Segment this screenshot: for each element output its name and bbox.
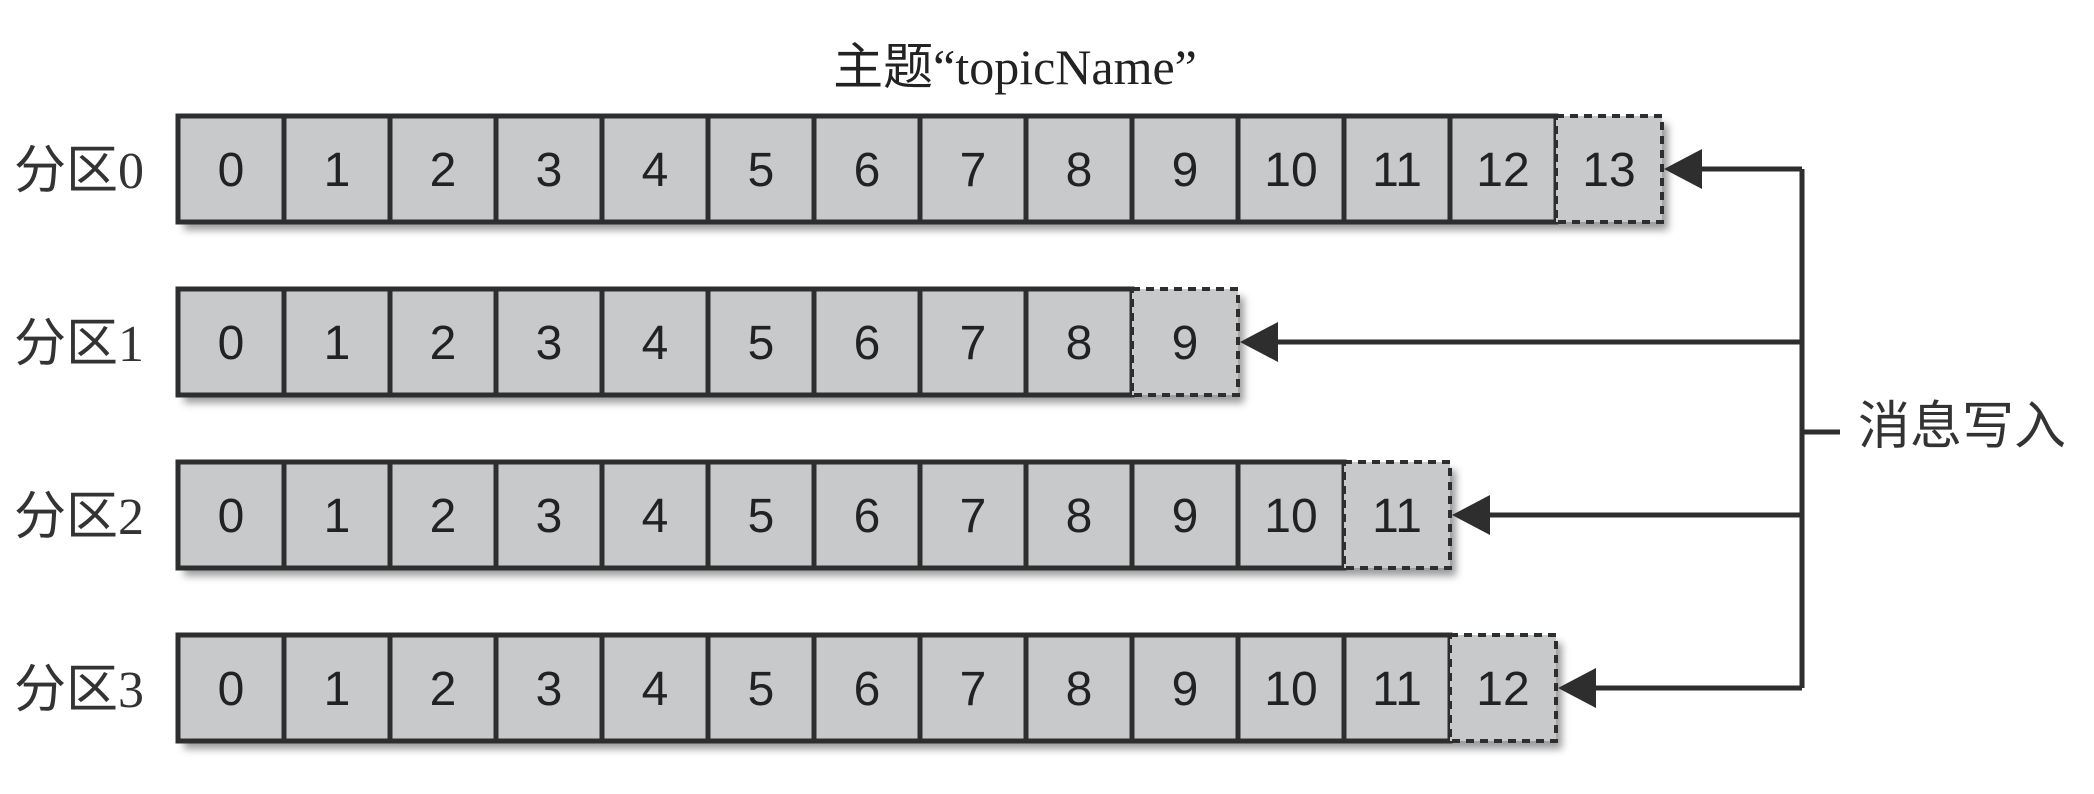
offset-cell: [281, 632, 393, 744]
pending-offset-cell: [1130, 287, 1240, 397]
offset-cell: [705, 113, 817, 225]
offset-cell: [387, 113, 499, 225]
offset-cell-label: 5: [748, 663, 775, 716]
offset-cell-label: 6: [854, 317, 881, 370]
write-arrow-head-1: [1240, 322, 1278, 362]
offset-cell-label: 7: [960, 663, 987, 716]
offset-cell: [493, 113, 605, 225]
offset-cell-label: 8: [1066, 144, 1093, 197]
offset-cell: [1129, 632, 1241, 744]
offset-cell-label: 7: [960, 490, 987, 543]
offset-cell-label: 3: [536, 663, 563, 716]
offset-cell-label: 4: [642, 317, 669, 370]
offset-cell-label: 2: [430, 663, 457, 716]
offset-cell: [387, 632, 499, 744]
offset-cell-label: 4: [642, 490, 669, 543]
partition-row-1: 0 1 2 3 4 5 6 7 8 9: [175, 286, 1244, 403]
partition-label-1: 分区1: [14, 316, 145, 373]
pending-offset-label: 9: [1172, 317, 1199, 370]
offset-cell-label: 1: [324, 317, 351, 370]
offset-cell: [1023, 459, 1135, 571]
write-arrows: [1240, 149, 1840, 708]
partition-label-0: 分区0: [14, 143, 145, 200]
write-arrow-head-0: [1664, 149, 1702, 189]
offset-cell: [917, 286, 1029, 398]
offset-cell-label: 10: [1264, 144, 1317, 197]
pending-offset-cell: [1342, 460, 1452, 570]
offset-cell: [1235, 113, 1347, 225]
offset-cell-label: 2: [430, 317, 457, 370]
offset-cell-label: 0: [218, 317, 245, 370]
offset-cell-label: 3: [536, 317, 563, 370]
offset-cell: [705, 632, 817, 744]
offset-cell-label: 1: [324, 490, 351, 543]
offset-cell: [599, 113, 711, 225]
offset-cell-label: 11: [1372, 663, 1422, 716]
offset-cell: [1129, 459, 1241, 571]
offset-cell-label: 7: [960, 317, 987, 370]
offset-cell-label: 6: [854, 663, 881, 716]
pending-offset-cell: [1554, 114, 1664, 224]
offset-cell-label: 7: [960, 144, 987, 197]
offset-cell-label: 6: [854, 490, 881, 543]
offset-cell-label: 5: [748, 144, 775, 197]
offset-cell: [1129, 113, 1241, 225]
diagram-title: 主题“topicName”: [0, 32, 2094, 102]
offset-cell: [1341, 632, 1453, 744]
offset-cell-label: 1: [324, 144, 351, 197]
pending-offset-label: 13: [1582, 144, 1635, 197]
offset-cell: [1235, 632, 1347, 744]
offset-cell-label: 10: [1264, 663, 1317, 716]
offset-cell-label: 10: [1264, 490, 1317, 543]
offset-cell-label: 0: [218, 490, 245, 543]
offset-cell-label: 0: [218, 144, 245, 197]
offset-cell-label: 4: [642, 663, 669, 716]
offset-cell-label: 3: [536, 144, 563, 197]
offset-cell-label: 12: [1476, 144, 1529, 197]
offset-cell: [599, 286, 711, 398]
pending-offset-label: 12: [1476, 663, 1529, 716]
offset-cell-label: 8: [1066, 317, 1093, 370]
offset-cell: [175, 459, 287, 571]
offset-cell: [917, 113, 1029, 225]
offset-cell-label: 3: [536, 490, 563, 543]
offset-cell-label: 9: [1172, 490, 1199, 543]
partition-label-3: 分区3: [14, 662, 145, 719]
offset-cell-label: 11: [1372, 144, 1422, 197]
offset-cell-label: 0: [218, 663, 245, 716]
offset-cell: [705, 286, 817, 398]
offset-cell-label: 2: [430, 144, 457, 197]
partition-row-2: 0 1 2 3 4 5 6 7 8 9 10 11: [175, 459, 1456, 576]
offset-cell-label: 4: [642, 144, 669, 197]
offset-cell-label: 8: [1066, 490, 1093, 543]
write-arrow-head-3: [1558, 668, 1596, 708]
offset-cell: [705, 459, 817, 571]
offset-cell: [1341, 113, 1453, 225]
offset-cell-label: 6: [854, 144, 881, 197]
offset-cell-label: 2: [430, 490, 457, 543]
offset-cell: [917, 459, 1029, 571]
offset-cell: [1023, 113, 1135, 225]
diagram-title-text: 主题“topicName”: [833, 39, 1197, 95]
offset-cell-label: 5: [748, 490, 775, 543]
offset-cell-label: 9: [1172, 663, 1199, 716]
partition-label-2: 分区2: [14, 489, 145, 546]
write-arrow-head-2: [1452, 495, 1490, 535]
pending-offset-cell: [1448, 633, 1558, 743]
pending-offset-label: 11: [1372, 490, 1422, 543]
offset-cell-label: 9: [1172, 144, 1199, 197]
offset-cell: [493, 632, 605, 744]
message-write-label: 消息写入: [1858, 399, 2067, 456]
offset-cell: [1023, 286, 1135, 398]
offset-cell-label: 1: [324, 663, 351, 716]
offset-cell-label: 5: [748, 317, 775, 370]
offset-cell: [811, 459, 923, 571]
offset-cell: [1447, 113, 1559, 225]
offset-cell-label: 8: [1066, 663, 1093, 716]
